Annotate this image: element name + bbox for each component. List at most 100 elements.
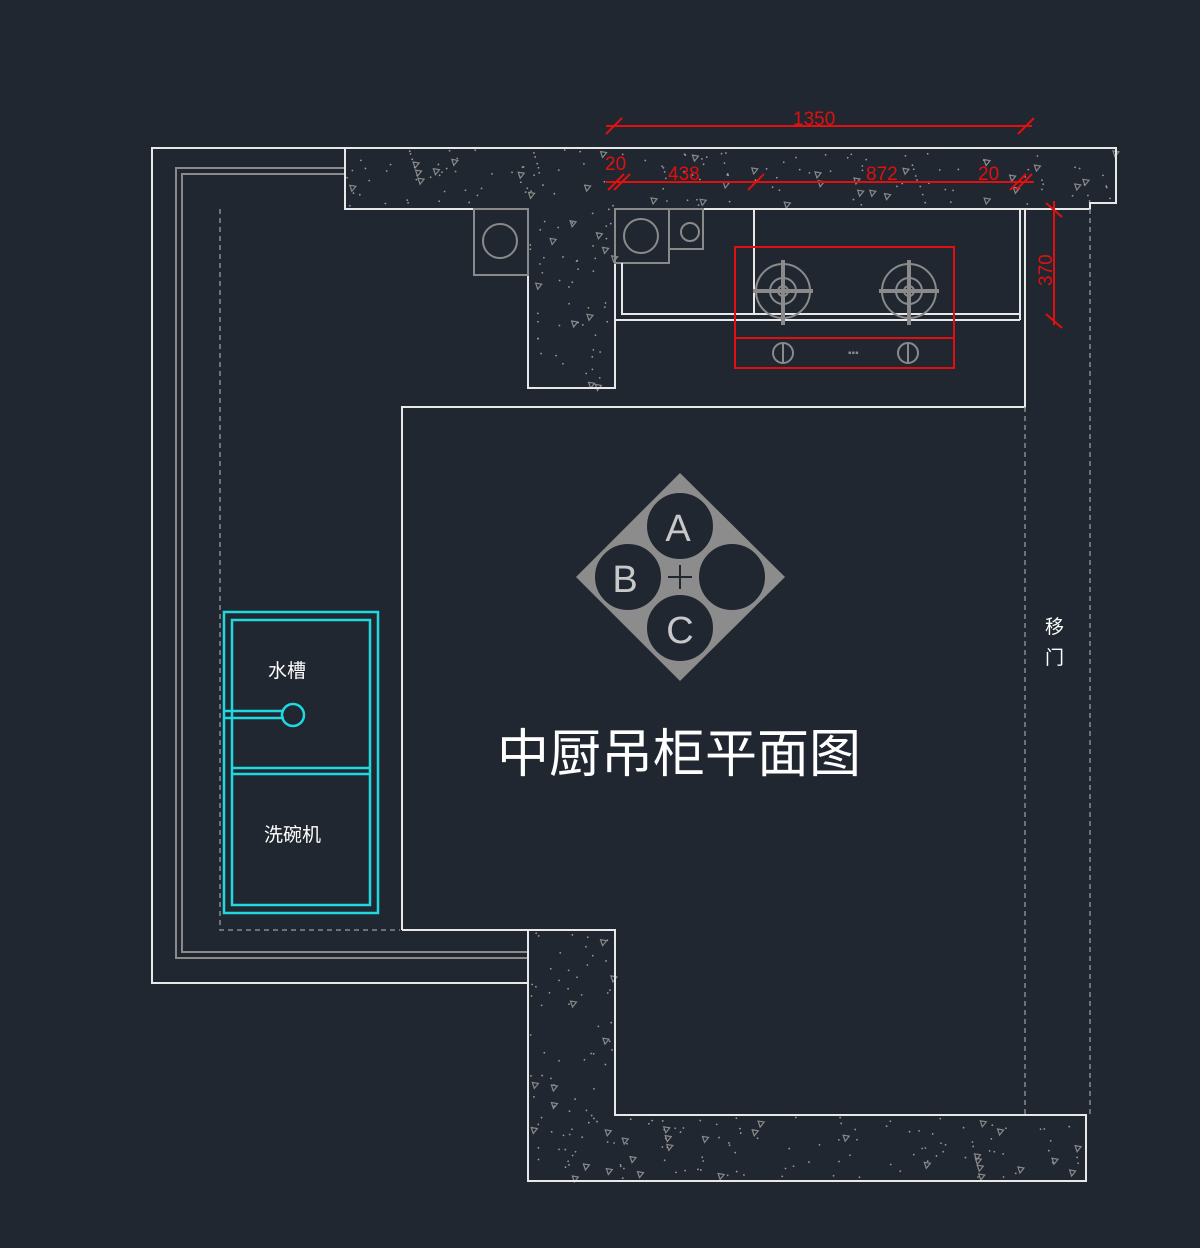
dim-segment-2: 872 — [866, 164, 898, 185]
hatch-mark — [1043, 1128, 1046, 1130]
hatch-mark — [918, 1129, 921, 1132]
hatch-mark — [585, 1109, 588, 1112]
dim-depth: 370 — [1036, 254, 1057, 286]
hatch-mark — [919, 185, 922, 188]
hatch-mark — [550, 1084, 559, 1093]
hatch-mark — [407, 201, 409, 204]
hatch-mark — [902, 167, 911, 176]
hatch-mark — [587, 1121, 590, 1124]
hatch-mark — [921, 1147, 924, 1150]
hatch-mark — [605, 225, 608, 228]
hatch-mark — [921, 193, 924, 196]
hatch-mark — [568, 1003, 570, 1006]
hatch-mark — [521, 166, 524, 169]
hatch-mark — [940, 1142, 942, 1145]
hatch-mark — [727, 174, 730, 177]
hatch-mark — [352, 192, 355, 195]
hatch-mark — [808, 171, 811, 174]
hatch-mark — [735, 1170, 738, 1173]
hatch-mark — [904, 154, 907, 157]
gas-stove: ▪▪▪ — [734, 246, 955, 369]
hatch-mark — [861, 169, 864, 172]
hatch-mark — [725, 152, 727, 154]
hatch-mark — [697, 204, 700, 207]
hatch-mark — [603, 180, 606, 183]
sink-label: 水槽 — [268, 660, 306, 682]
hatch-mark — [684, 1169, 687, 1172]
hatch-mark — [476, 194, 479, 197]
hatch-mark — [993, 1150, 996, 1153]
hatch-mark — [899, 1170, 902, 1172]
hatch-mark — [944, 1143, 947, 1146]
hatch-mark — [562, 1134, 565, 1137]
burner-left-icon — [753, 260, 813, 325]
hatch-mark — [663, 1159, 666, 1162]
hatch-mark — [537, 935, 540, 937]
hatch-mark — [982, 159, 985, 162]
hatch-mark — [534, 282, 543, 291]
hatch-mark — [348, 184, 357, 193]
hatch-mark — [416, 174, 419, 177]
hatch-mark — [550, 1077, 552, 1080]
hatch-mark — [548, 991, 551, 994]
hatch-mark — [529, 248, 532, 251]
hatch-mark — [699, 1119, 702, 1122]
hatch-mark — [698, 178, 701, 181]
hatch-mark — [1087, 194, 1089, 197]
hatch-mark — [537, 1146, 540, 1149]
hatch-mark — [675, 1171, 677, 1174]
hatch-mark — [604, 1063, 607, 1066]
hatch-mark — [582, 1163, 591, 1172]
hatch-mark — [591, 368, 594, 371]
hatch-mark — [608, 1040, 611, 1043]
hatch-mark — [537, 337, 540, 340]
hatch-mark — [438, 174, 441, 177]
hatch-mark — [691, 174, 694, 176]
hatch-mark — [621, 1177, 624, 1179]
hatch-mark — [949, 201, 952, 204]
dim-segment-1: 438 — [668, 164, 700, 185]
hatch-mark — [854, 1128, 857, 1131]
hatch-mark — [818, 1143, 821, 1146]
hatch-mark — [542, 256, 545, 259]
hatch-mark — [364, 167, 367, 170]
hatch-mark — [1004, 1127, 1007, 1130]
hatch-mark — [603, 306, 606, 308]
hatch-mark — [621, 1137, 630, 1146]
hatch-mark — [889, 1120, 892, 1123]
hatch-mark — [581, 1136, 584, 1139]
hatch-mark — [539, 228, 542, 231]
hatch-mark — [839, 1116, 842, 1119]
hatch-mark — [1073, 183, 1082, 192]
hatch-mark — [568, 1133, 571, 1136]
hatch-mark — [550, 1130, 553, 1133]
hatch-mark — [682, 1127, 685, 1129]
hatch-mark — [568, 286, 570, 288]
hatch-mark — [829, 170, 832, 173]
hatch-mark — [595, 231, 604, 240]
sink-dishwasher-unit: 水槽 洗碗机 — [222, 610, 380, 915]
hatch-mark — [529, 244, 532, 246]
hatch-mark — [574, 1150, 577, 1153]
hatch-mark — [580, 993, 583, 996]
hatch-mark — [976, 1164, 985, 1173]
dimensions: 1350 20 438 872 20 370 — [605, 109, 1063, 329]
hatch-mark — [701, 158, 703, 160]
hatch-mark — [824, 154, 827, 156]
hatch-mark — [832, 1174, 835, 1177]
hatch-mark — [723, 162, 726, 165]
hatch-mark — [592, 1052, 595, 1055]
hatch-mark — [916, 179, 918, 181]
dim-overall: 1350 — [793, 109, 835, 130]
hatch-mark — [926, 152, 929, 155]
hatch-mark — [1105, 186, 1108, 189]
hatch-mark — [798, 168, 801, 171]
hatch-mark — [414, 169, 423, 178]
hatch-mark — [491, 172, 493, 175]
hatch-mark — [559, 951, 562, 954]
hatch-mark — [781, 1175, 784, 1178]
hatch-mark — [609, 989, 611, 991]
hatch-mark — [661, 165, 664, 168]
faucet-icon — [280, 702, 306, 728]
